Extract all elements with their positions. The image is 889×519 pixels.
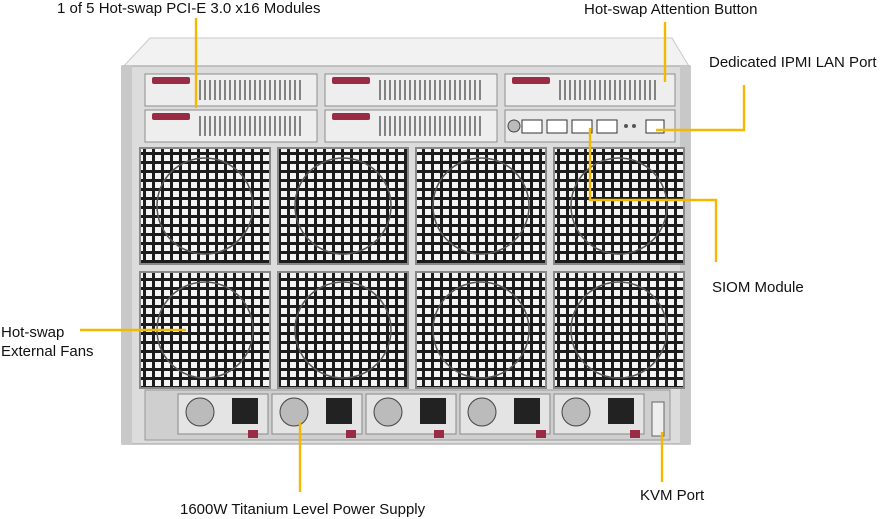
label-ipmi-port: Dedicated IPMI LAN Port [709, 54, 877, 71]
psu-fan-icon [185, 397, 215, 427]
psu-fan-icon [279, 397, 309, 427]
siom-port [521, 119, 543, 134]
psu-latch [346, 430, 356, 438]
pcie-pull-tab [512, 77, 550, 84]
psu-fan-icon [467, 397, 497, 427]
pcie-pull-tab [152, 113, 190, 120]
pcie-pull-tab [332, 113, 370, 120]
power-supply [271, 393, 363, 438]
pcie-module [324, 109, 498, 143]
power-supply [177, 393, 269, 438]
pcie-module-bays [144, 73, 676, 143]
attention-button [507, 119, 521, 133]
siom-leader-line [588, 128, 718, 262]
psu-power-inlet [608, 398, 634, 424]
psu-power-inlet [326, 398, 352, 424]
psu-latch [536, 430, 546, 438]
psu-power-inlet [232, 398, 258, 424]
label-pcie-modules: 1 of 5 Hot-swap PCI-E 3.0 x16 Modules [57, 0, 321, 17]
kvm-port [651, 401, 665, 437]
fan-module [415, 147, 547, 265]
chassis-top [120, 37, 691, 69]
fan-module [277, 271, 409, 389]
power-supplies [177, 393, 645, 438]
label-fans-line1: Hot-swap [1, 324, 65, 341]
psu-fan-icon [561, 397, 591, 427]
power-supply [365, 393, 457, 438]
psu-latch [630, 430, 640, 438]
fan-module [553, 147, 685, 265]
label-siom-module: SIOM Module [712, 279, 804, 296]
ipmi-leader-line [656, 85, 746, 132]
label-attention-button: Hot-swap Attention Button [584, 1, 758, 18]
psu-latch [434, 430, 444, 438]
fan-array [139, 147, 685, 389]
label-fans-line2: External Fans [1, 343, 94, 360]
leader-lines [80, 18, 746, 492]
psu-fan-icon [373, 397, 403, 427]
siom-port [546, 119, 568, 134]
psu-latch [248, 430, 258, 438]
chassis-left-rail [122, 66, 132, 444]
fan-module [277, 147, 409, 265]
vent-hole [632, 124, 636, 128]
pcie-pull-tab [332, 77, 370, 84]
power-supply [553, 393, 645, 438]
fan-module [415, 271, 547, 389]
label-power-supply: 1600W Titanium Level Power Supply [180, 501, 426, 518]
label-kvm-port: KVM Port [640, 487, 705, 504]
psu-power-inlet [420, 398, 446, 424]
pcie-pull-tab [152, 77, 190, 84]
fan-module [139, 147, 271, 265]
vent-hole [624, 124, 628, 128]
power-supply [459, 393, 551, 438]
siom-port [596, 119, 618, 134]
fan-module [553, 271, 685, 389]
psu-power-inlet [514, 398, 540, 424]
siom-port [571, 119, 593, 134]
